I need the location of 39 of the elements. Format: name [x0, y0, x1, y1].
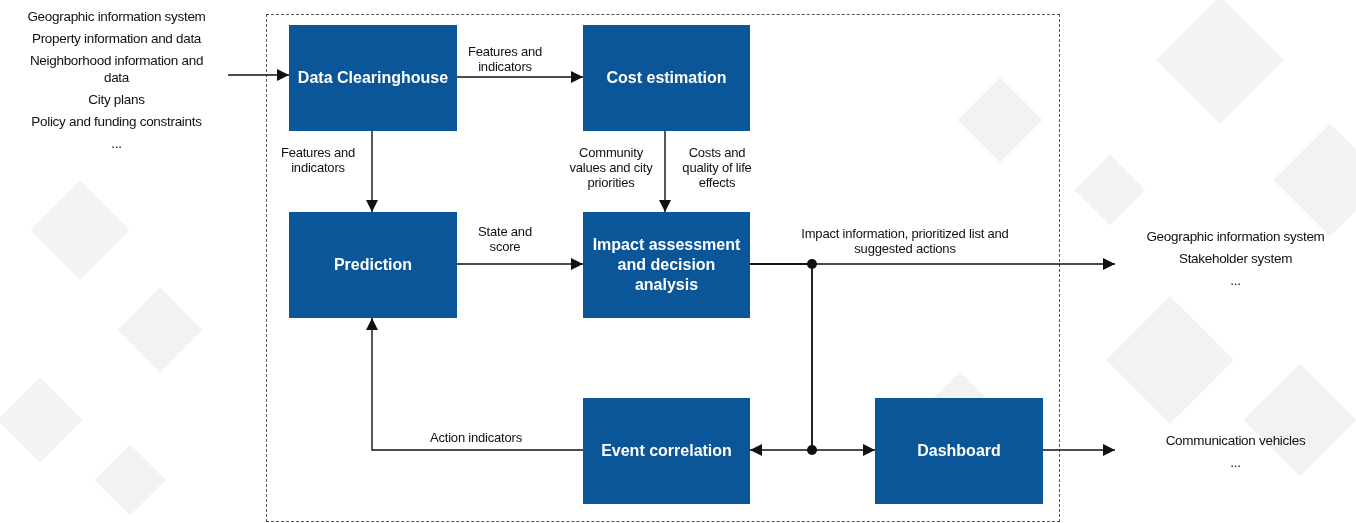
system-boundary [266, 14, 1060, 522]
edge-label: Features and indicators [279, 145, 357, 175]
arrow [659, 130, 671, 213]
list-item-text: Geographic information system [27, 8, 206, 25]
arrow [1042, 444, 1116, 456]
process-box [583, 398, 750, 504]
box-label: Event correlation [600, 441, 733, 461]
arrow [227, 69, 290, 81]
list-item-text: Communication vehicles [1165, 432, 1306, 449]
arrow [456, 258, 584, 270]
process-box [289, 212, 457, 318]
arrow [366, 130, 378, 213]
process-box [583, 212, 750, 318]
arrow [366, 317, 584, 451]
process-box [583, 25, 750, 131]
list-item-text: ... [111, 135, 122, 152]
box-label: Cost estimation [605, 68, 728, 88]
list-item-text: Property information and data [31, 30, 202, 47]
list-item-text: City plans [88, 91, 145, 108]
list-item-text: Neighborhood information and data [28, 52, 205, 86]
list-item-text: Geographic information system [1146, 228, 1325, 245]
list-item-text: ... [1230, 272, 1241, 289]
box-label: Data Clearinghouse [296, 68, 450, 88]
edge-label: Impact information, prioritized list and suggested actions [800, 226, 1010, 256]
process-box [289, 25, 457, 131]
edge-label: State and score [477, 224, 533, 254]
arrow [456, 71, 584, 83]
edge-label: Costs and quality of life effects [681, 145, 753, 190]
box-label: Prediction [332, 255, 414, 275]
list-item-text: ... [1230, 454, 1241, 471]
edge-label: Features and indicators [466, 44, 544, 74]
edge-label: Action indicators [429, 430, 523, 445]
list-item-text: Policy and funding constraints [31, 113, 202, 130]
box-label: Dashboard [916, 441, 1002, 461]
arrow [749, 263, 876, 456]
process-box [875, 398, 1043, 504]
list-item-text: Stakeholder system [1178, 250, 1293, 267]
flow-label: Community values and city priorities [568, 145, 654, 190]
box-label: Impact assessment and decision analysis [591, 235, 742, 295]
